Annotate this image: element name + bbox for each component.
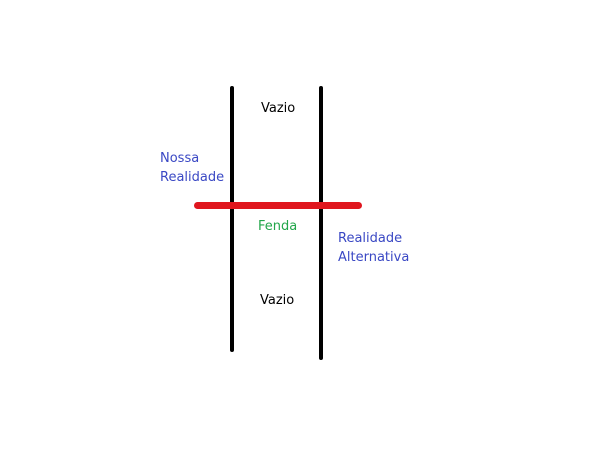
nossa-realidade-line-2: Realidade xyxy=(160,170,225,185)
vazio-top-text: Vazio xyxy=(261,101,296,116)
fenda-label: Fenda xyxy=(258,217,297,236)
nossa-realidade-label: Nossa Realidade xyxy=(160,149,224,187)
nossa-realidade-line-1: Nossa xyxy=(160,151,200,166)
fenda-text: Fenda xyxy=(258,219,298,234)
vazio-top-label: Vazio xyxy=(261,99,295,118)
realidade-alternativa-line-2: Alternativa xyxy=(338,250,410,265)
realidade-alternativa-label: Realidade Alternativa xyxy=(338,229,409,267)
rift-line xyxy=(194,202,362,209)
vazio-bottom-text: Vazio xyxy=(260,293,295,308)
realidade-alternativa-line-1: Realidade xyxy=(338,231,403,246)
vazio-bottom-label: Vazio xyxy=(260,291,294,310)
left-boundary-line xyxy=(230,86,234,352)
right-boundary-line xyxy=(319,86,323,360)
